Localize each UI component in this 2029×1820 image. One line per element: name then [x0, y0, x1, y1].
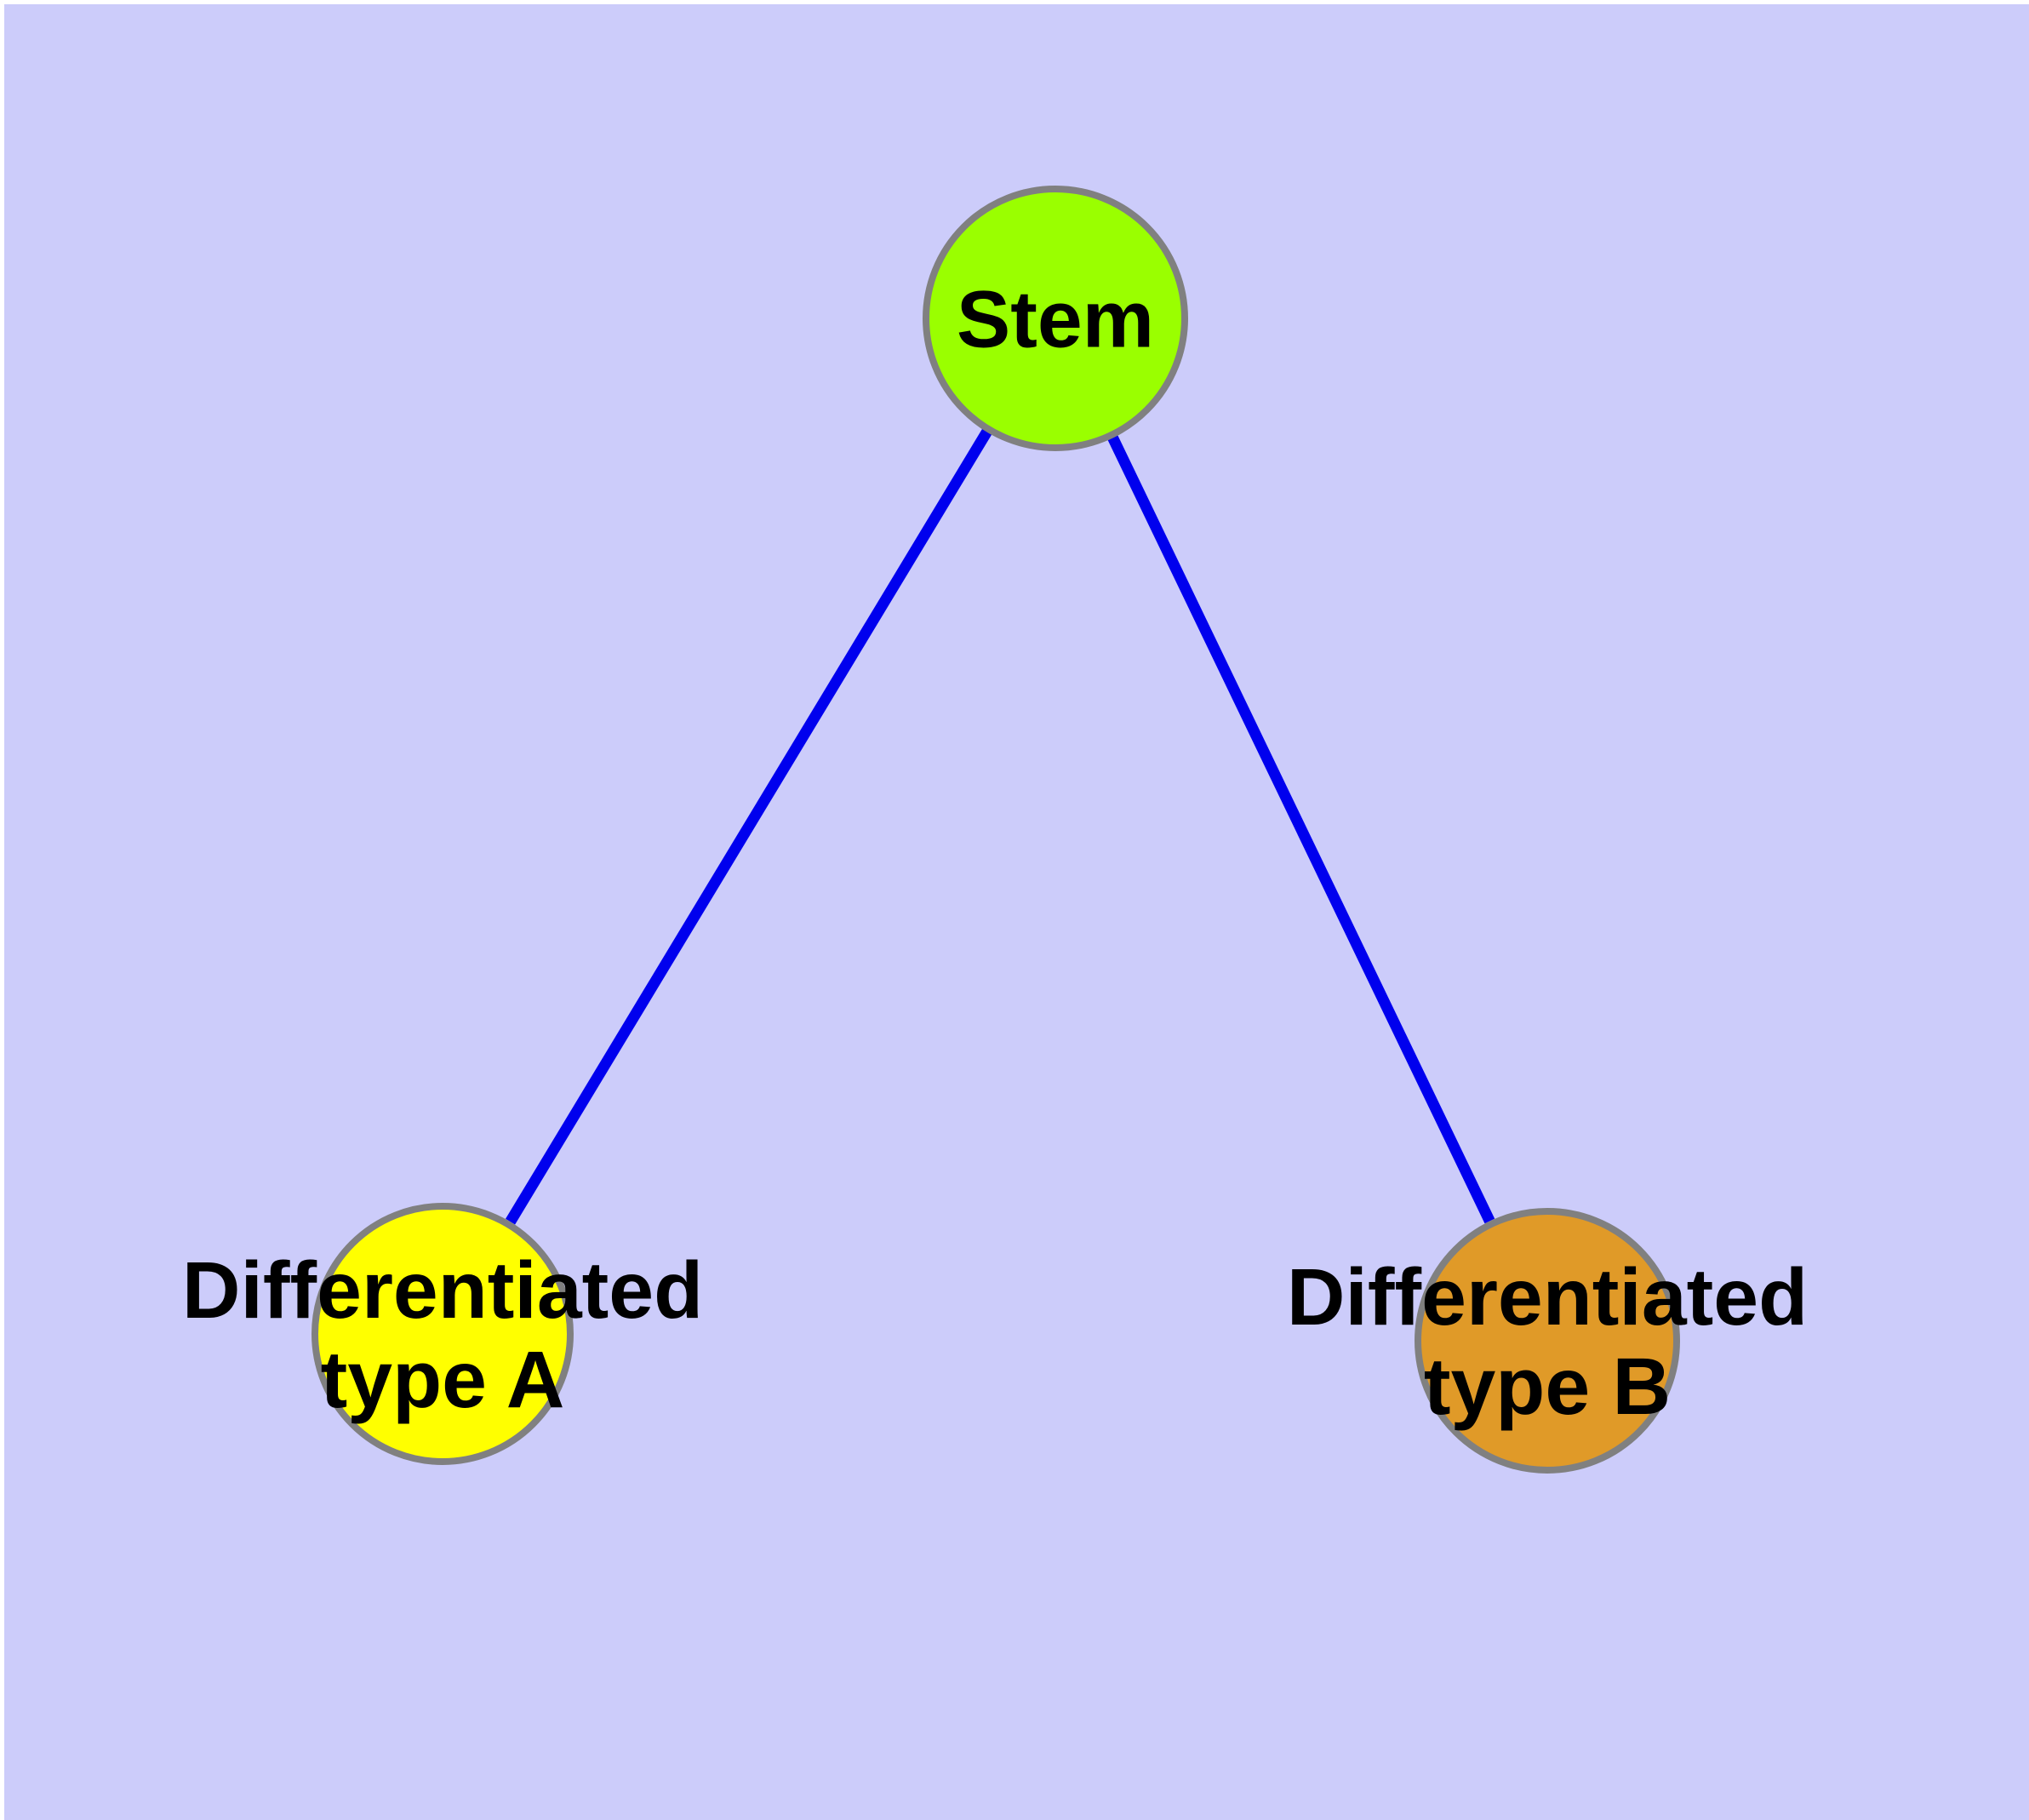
edge-stem-diff-a: [506, 315, 1060, 1225]
edges-layer: [506, 315, 1495, 1225]
node-label-line: type A: [321, 1335, 565, 1425]
node-label-line: Differentiated: [182, 1245, 703, 1336]
node-circle-diff_b[interactable]: [1415, 1208, 1680, 1474]
node-label-line: type B: [1424, 1342, 1671, 1432]
node-label-stem: Stem: [957, 274, 1154, 364]
edge-stem-diff-b: [1050, 316, 1495, 1224]
node-label-line: Differentiated: [1287, 1252, 1808, 1342]
node-label-line: Stem: [957, 274, 1154, 364]
node-circle-stem[interactable]: [923, 186, 1188, 451]
node-circle-diff_a[interactable]: [311, 1203, 574, 1465]
